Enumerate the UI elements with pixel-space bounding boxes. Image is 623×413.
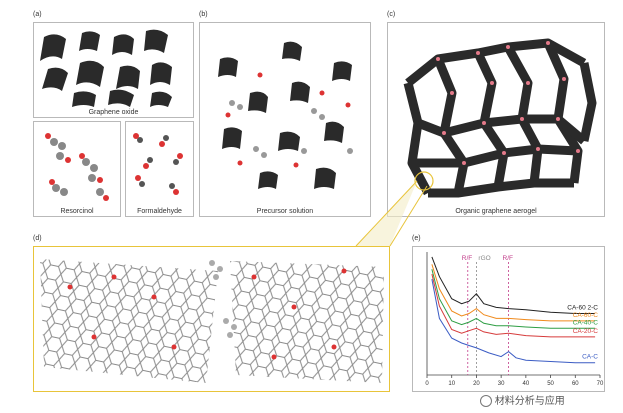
x-tick-label: 0 — [425, 381, 429, 387]
x-tick-label: 70 — [597, 381, 604, 387]
graphene-oxide-sheets — [40, 29, 172, 107]
caption-graphene-oxide: Graphene oxide — [88, 109, 139, 116]
series-label: CA-60 2-C — [567, 305, 598, 312]
panel-d: (d) — [33, 235, 390, 392]
series-line — [431, 273, 596, 338]
series-label: CA-40-C — [573, 319, 599, 326]
x-tick-label: 50 — [547, 381, 554, 387]
panel-c: (c) Organic graphene aerogel — [387, 11, 605, 217]
annotation-label: R/F — [462, 255, 473, 262]
series-line — [431, 269, 596, 329]
caption-formaldehyde: Formaldehyde — [137, 208, 182, 215]
resorcinol-molecules — [45, 133, 109, 201]
x-tick-label: 20 — [473, 381, 480, 387]
wechat-icon — [480, 395, 492, 408]
x-tick-label: 40 — [523, 381, 530, 387]
panel-b-label: (b) — [199, 11, 208, 18]
panel-e-label: (e) — [412, 235, 421, 242]
aerogel-network-illustration — [403, 38, 597, 198]
watermark-text: 材料分析与应用 — [494, 396, 565, 407]
panel-a-formaldehyde: Formaldehyde — [125, 121, 194, 217]
series-line — [431, 264, 596, 322]
panel-c-label: (c) — [387, 11, 396, 18]
annotation-label: R/F — [503, 255, 514, 262]
caption-resorcinol: Resorcinol — [60, 208, 94, 215]
watermark: 材料分析与应用 — [480, 392, 565, 408]
caption-precursor-solution: Precursor solution — [256, 208, 314, 215]
x-tick-label: 10 — [448, 381, 455, 387]
formaldehyde-molecules — [133, 133, 183, 195]
panel-a-label: (a) — [33, 11, 42, 18]
series-line — [431, 279, 596, 364]
precursor-solution-illustration — [218, 41, 353, 189]
series-label: CA-60-C — [573, 312, 599, 319]
annotation-label: rGO — [478, 255, 490, 262]
panel-a: (a) Graphene oxide — [33, 11, 194, 118]
panel-a-resorcinol: Resorcinol — [33, 121, 121, 217]
panel-b: (b) Precursor solution — [199, 11, 371, 217]
series-line — [431, 256, 596, 314]
x-tick-label: 30 — [498, 381, 505, 387]
x-tick-label: 60 — [572, 381, 579, 387]
panel-d-label: (d) — [33, 235, 42, 242]
caption-organic-graphene-aerogel: Organic graphene aerogel — [455, 208, 537, 215]
series-label: CA-20-C — [573, 328, 599, 335]
series-label: CA-C — [582, 354, 598, 361]
graphene-lattice-illustration — [40, 259, 384, 383]
